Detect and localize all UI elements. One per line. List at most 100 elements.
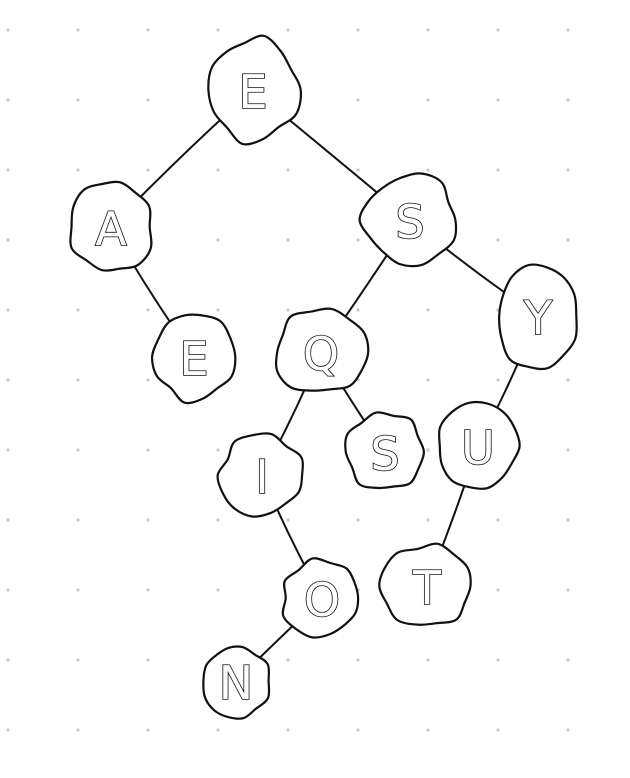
node-label: Y	[523, 291, 553, 345]
grid-dot	[6, 28, 10, 32]
node-label: S	[370, 427, 399, 481]
grid-dot	[566, 588, 570, 592]
grid-dot	[496, 588, 500, 592]
node-label: I	[255, 450, 269, 504]
tree-node-n6: Y	[498, 263, 578, 371]
grid-dot	[426, 728, 430, 732]
grid-dot	[6, 168, 10, 172]
grid-dot	[76, 168, 80, 172]
node-outline	[437, 400, 521, 490]
tree-node-n7: I	[216, 432, 304, 518]
tree-node-n1: E	[207, 34, 303, 146]
grid-dot	[146, 588, 150, 592]
grid-dot	[76, 658, 80, 662]
grid-dot	[76, 378, 80, 382]
tree-node-n12: N	[202, 645, 271, 720]
grid-dot	[286, 168, 290, 172]
grid-dot	[356, 728, 360, 732]
node-outline	[216, 432, 304, 518]
grid-dot	[566, 238, 570, 242]
grid-dot	[76, 728, 80, 732]
grid-dot	[356, 98, 360, 102]
node-label: A	[95, 202, 127, 256]
grid-dot	[496, 728, 500, 732]
grid-dot	[6, 448, 10, 452]
grid-dot	[566, 658, 570, 662]
grid-dot	[426, 28, 430, 32]
grid-dot	[216, 308, 220, 312]
grid-dot	[496, 28, 500, 32]
grid-dot	[356, 28, 360, 32]
grid-dot	[426, 308, 430, 312]
node-outline	[274, 307, 370, 392]
node-outline	[378, 542, 472, 626]
grid-dot	[76, 448, 80, 452]
grid-dot	[496, 238, 500, 242]
grid-dot	[146, 308, 150, 312]
grid-dot	[566, 168, 570, 172]
node-outline	[498, 263, 578, 371]
grid-dot	[76, 518, 80, 522]
grid-dot	[426, 518, 430, 522]
grid-dot	[6, 588, 10, 592]
grid-dot	[566, 518, 570, 522]
grid-dot	[146, 168, 150, 172]
grid-dot	[6, 238, 10, 242]
grid-dot	[76, 28, 80, 32]
grid-dot	[216, 238, 220, 242]
grid-dot	[216, 728, 220, 732]
grid-dot	[356, 518, 360, 522]
grid-dot	[216, 448, 220, 452]
grid-dot	[286, 238, 290, 242]
grid-dot	[6, 728, 10, 732]
grid-dot	[146, 658, 150, 662]
grid-dot	[426, 448, 430, 452]
tree-node-n9: U	[437, 400, 521, 490]
node-label: Q	[303, 327, 339, 381]
grid-dot	[216, 588, 220, 592]
node-outline	[281, 557, 360, 639]
grid-dot	[496, 658, 500, 662]
grid-dot	[426, 378, 430, 382]
grid-dot	[286, 658, 290, 662]
tree-node-n3: S	[358, 172, 458, 268]
node-label: E	[238, 65, 267, 119]
grid-dot	[286, 28, 290, 32]
grid-dot	[426, 98, 430, 102]
grid-dot	[496, 168, 500, 172]
grid-dot	[6, 98, 10, 102]
grid-dot	[356, 308, 360, 312]
node-label: N	[219, 656, 253, 710]
grid-dot	[76, 98, 80, 102]
grid-dot	[146, 378, 150, 382]
tree-node-n4: E	[150, 313, 237, 405]
node-label: T	[412, 561, 442, 615]
tree-node-n2: A	[69, 180, 153, 272]
grid-dot	[216, 518, 220, 522]
grid-dot	[146, 448, 150, 452]
grid-dot	[566, 28, 570, 32]
tree-node-n11: T	[378, 542, 472, 626]
grid-dot	[286, 308, 290, 312]
tree-node-n5: Q	[274, 307, 370, 392]
grid-dot	[496, 518, 500, 522]
grid-dot	[6, 378, 10, 382]
grid-dot	[216, 168, 220, 172]
grid-dot	[146, 28, 150, 32]
grid-dot	[146, 98, 150, 102]
grid-dot	[286, 518, 290, 522]
grid-dot	[146, 728, 150, 732]
node-outline	[202, 645, 271, 720]
grid-dot	[426, 168, 430, 172]
grid-dot	[426, 658, 430, 662]
node-label: S	[395, 195, 424, 249]
grid-dot	[6, 658, 10, 662]
grid-dot	[566, 378, 570, 382]
grid-dot	[216, 28, 220, 32]
node-outline	[69, 180, 153, 272]
grid-dot	[6, 518, 10, 522]
grid-dot	[356, 238, 360, 242]
node-outline	[344, 411, 426, 490]
